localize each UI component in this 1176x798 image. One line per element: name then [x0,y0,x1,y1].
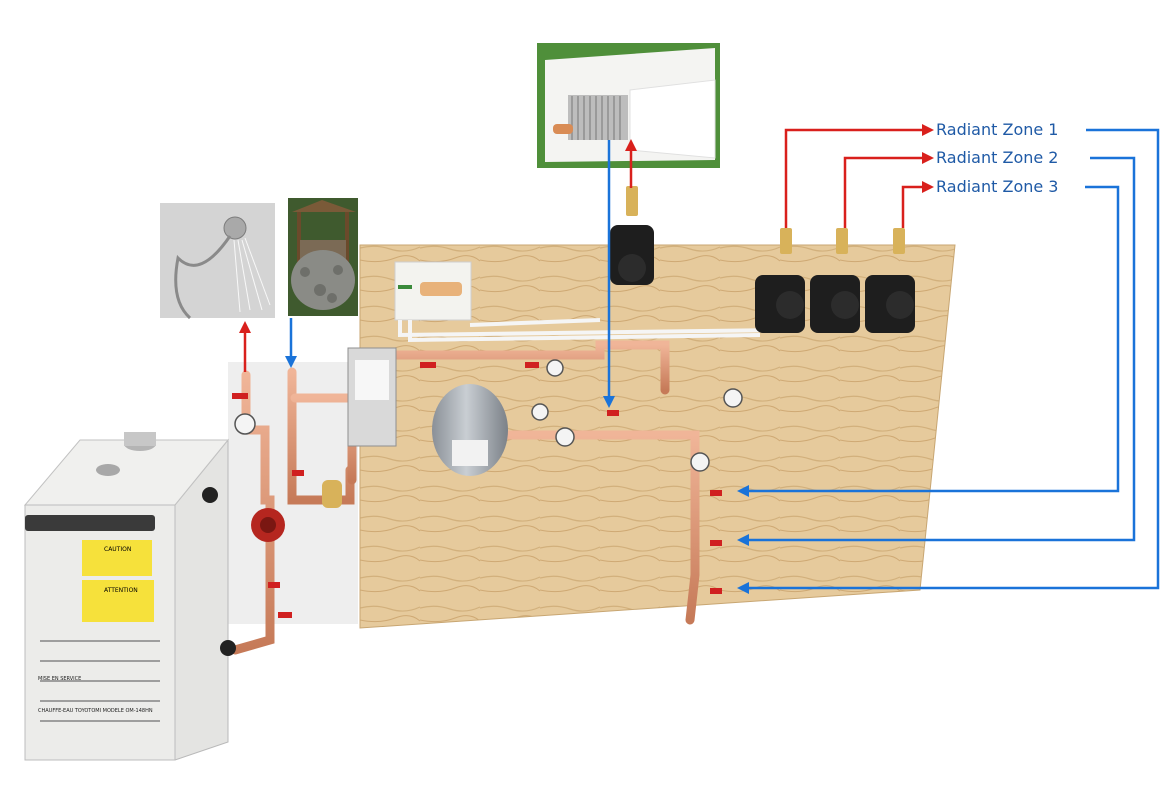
arrow-up-icon [625,139,637,151]
baseboard-heater-icon [537,43,720,168]
arrow-down-icon [603,396,615,408]
supply-line-zone-3 [901,185,925,228]
heat-exchanger-icon [347,347,397,447]
arrow-left-icon [737,534,749,546]
supply-lines [243,128,925,372]
zone-1-label: Radiant Zone 1 [936,120,1059,139]
pressure-gauges [234,359,743,472]
wiring [398,318,781,343]
boiler-attention-label: ATTENTION [104,587,138,594]
zone-3-label: Radiant Zone 3 [936,177,1059,196]
boiler-service-label: MISE EN SERVICE [38,676,81,682]
brass-fittings [322,186,905,508]
circulator-pump-icon [251,225,915,542]
arrow-up-icon [239,321,251,333]
expansion-tank-icon [432,384,508,476]
boiler-model-label: CHAUFFE-EAU TOYOTOMI MODELE OM-148HN [38,708,153,714]
arrow-right-icon [922,181,934,193]
return-arrowheads [285,356,749,594]
zone-2-label: Radiant Zone 2 [936,148,1059,167]
return-lines [289,128,1160,590]
boiler-caution-label: CAUTION [104,546,131,553]
return-line-zone-2 [746,156,1136,542]
arrow-right-icon [922,124,934,136]
arrow-down-icon [285,356,297,368]
shower-icon [160,203,275,320]
boiler-unit [23,432,236,761]
arrow-right-icon [922,152,934,164]
supply-line-zone-1 [784,128,925,228]
return-line-zone-3 [746,185,1120,493]
return-line-zone-1 [746,128,1160,590]
supply-line-zone-2 [843,156,925,228]
control-box [394,261,472,321]
arrow-left-icon [737,485,749,497]
well-icon [288,198,358,316]
supply-arrowheads [239,124,934,333]
arrow-left-icon [737,582,749,594]
